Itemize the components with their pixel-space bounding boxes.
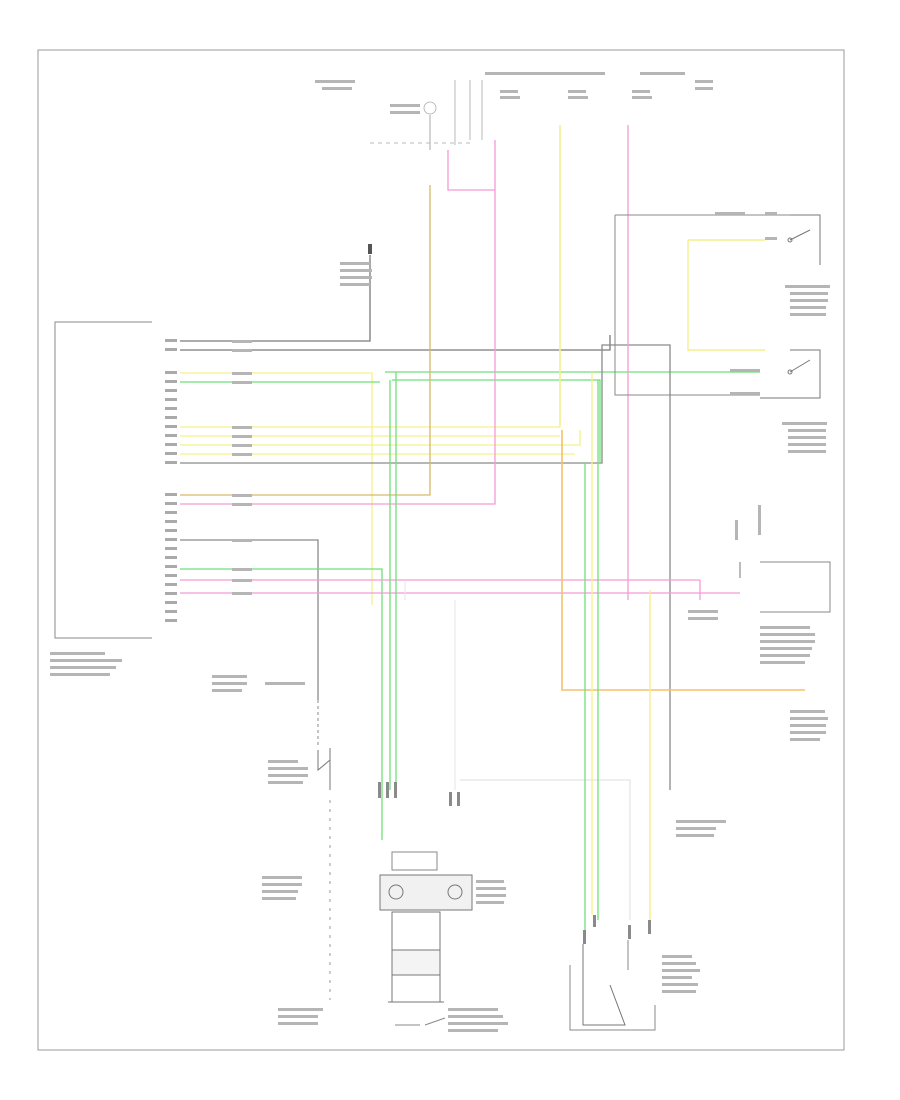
wire-orange-1 — [561, 430, 805, 691]
fuse-block-top — [315, 72, 805, 691]
coil-box-upper — [391, 851, 438, 871]
module-pin-labels — [165, 339, 177, 622]
wire-black-1 — [180, 255, 371, 342]
wire-yellow-right — [687, 240, 765, 351]
seat-switch — [317, 748, 331, 790]
left-switch-column — [212, 675, 331, 1025]
inflator-squib-right — [447, 884, 463, 900]
wire-pink-1 — [180, 140, 496, 505]
inflator-module — [379, 874, 473, 911]
steering-column — [378, 372, 631, 1032]
inflator-squib-left — [388, 884, 404, 900]
wire-green-4 — [180, 568, 383, 790]
wire-tan-1 — [180, 185, 431, 496]
wire-grey-2 — [180, 539, 319, 700]
diagnostic-module — [676, 505, 831, 837]
control-module-block — [50, 321, 177, 676]
wire-yellow-1 — [180, 372, 373, 605]
wire-pink-top — [447, 150, 495, 191]
fuse-block-bracket — [454, 80, 483, 145]
fuse-symbol — [423, 101, 437, 115]
wire-yellow-4 — [180, 430, 581, 446]
module-wires — [180, 140, 760, 790]
wire-grey-1 — [180, 344, 671, 790]
upper-left-labels — [232, 262, 372, 595]
switch-lower — [760, 349, 821, 399]
module-label-block — [50, 652, 122, 676]
ground-symbol — [368, 244, 372, 254]
wire-green-3 — [392, 379, 601, 462]
right-seat-switches — [614, 212, 830, 453]
switch-upper — [787, 214, 821, 265]
wire-black-2 — [180, 335, 611, 351]
passenger-belt-switch — [569, 372, 700, 1031]
diagram-frame — [37, 49, 845, 1051]
